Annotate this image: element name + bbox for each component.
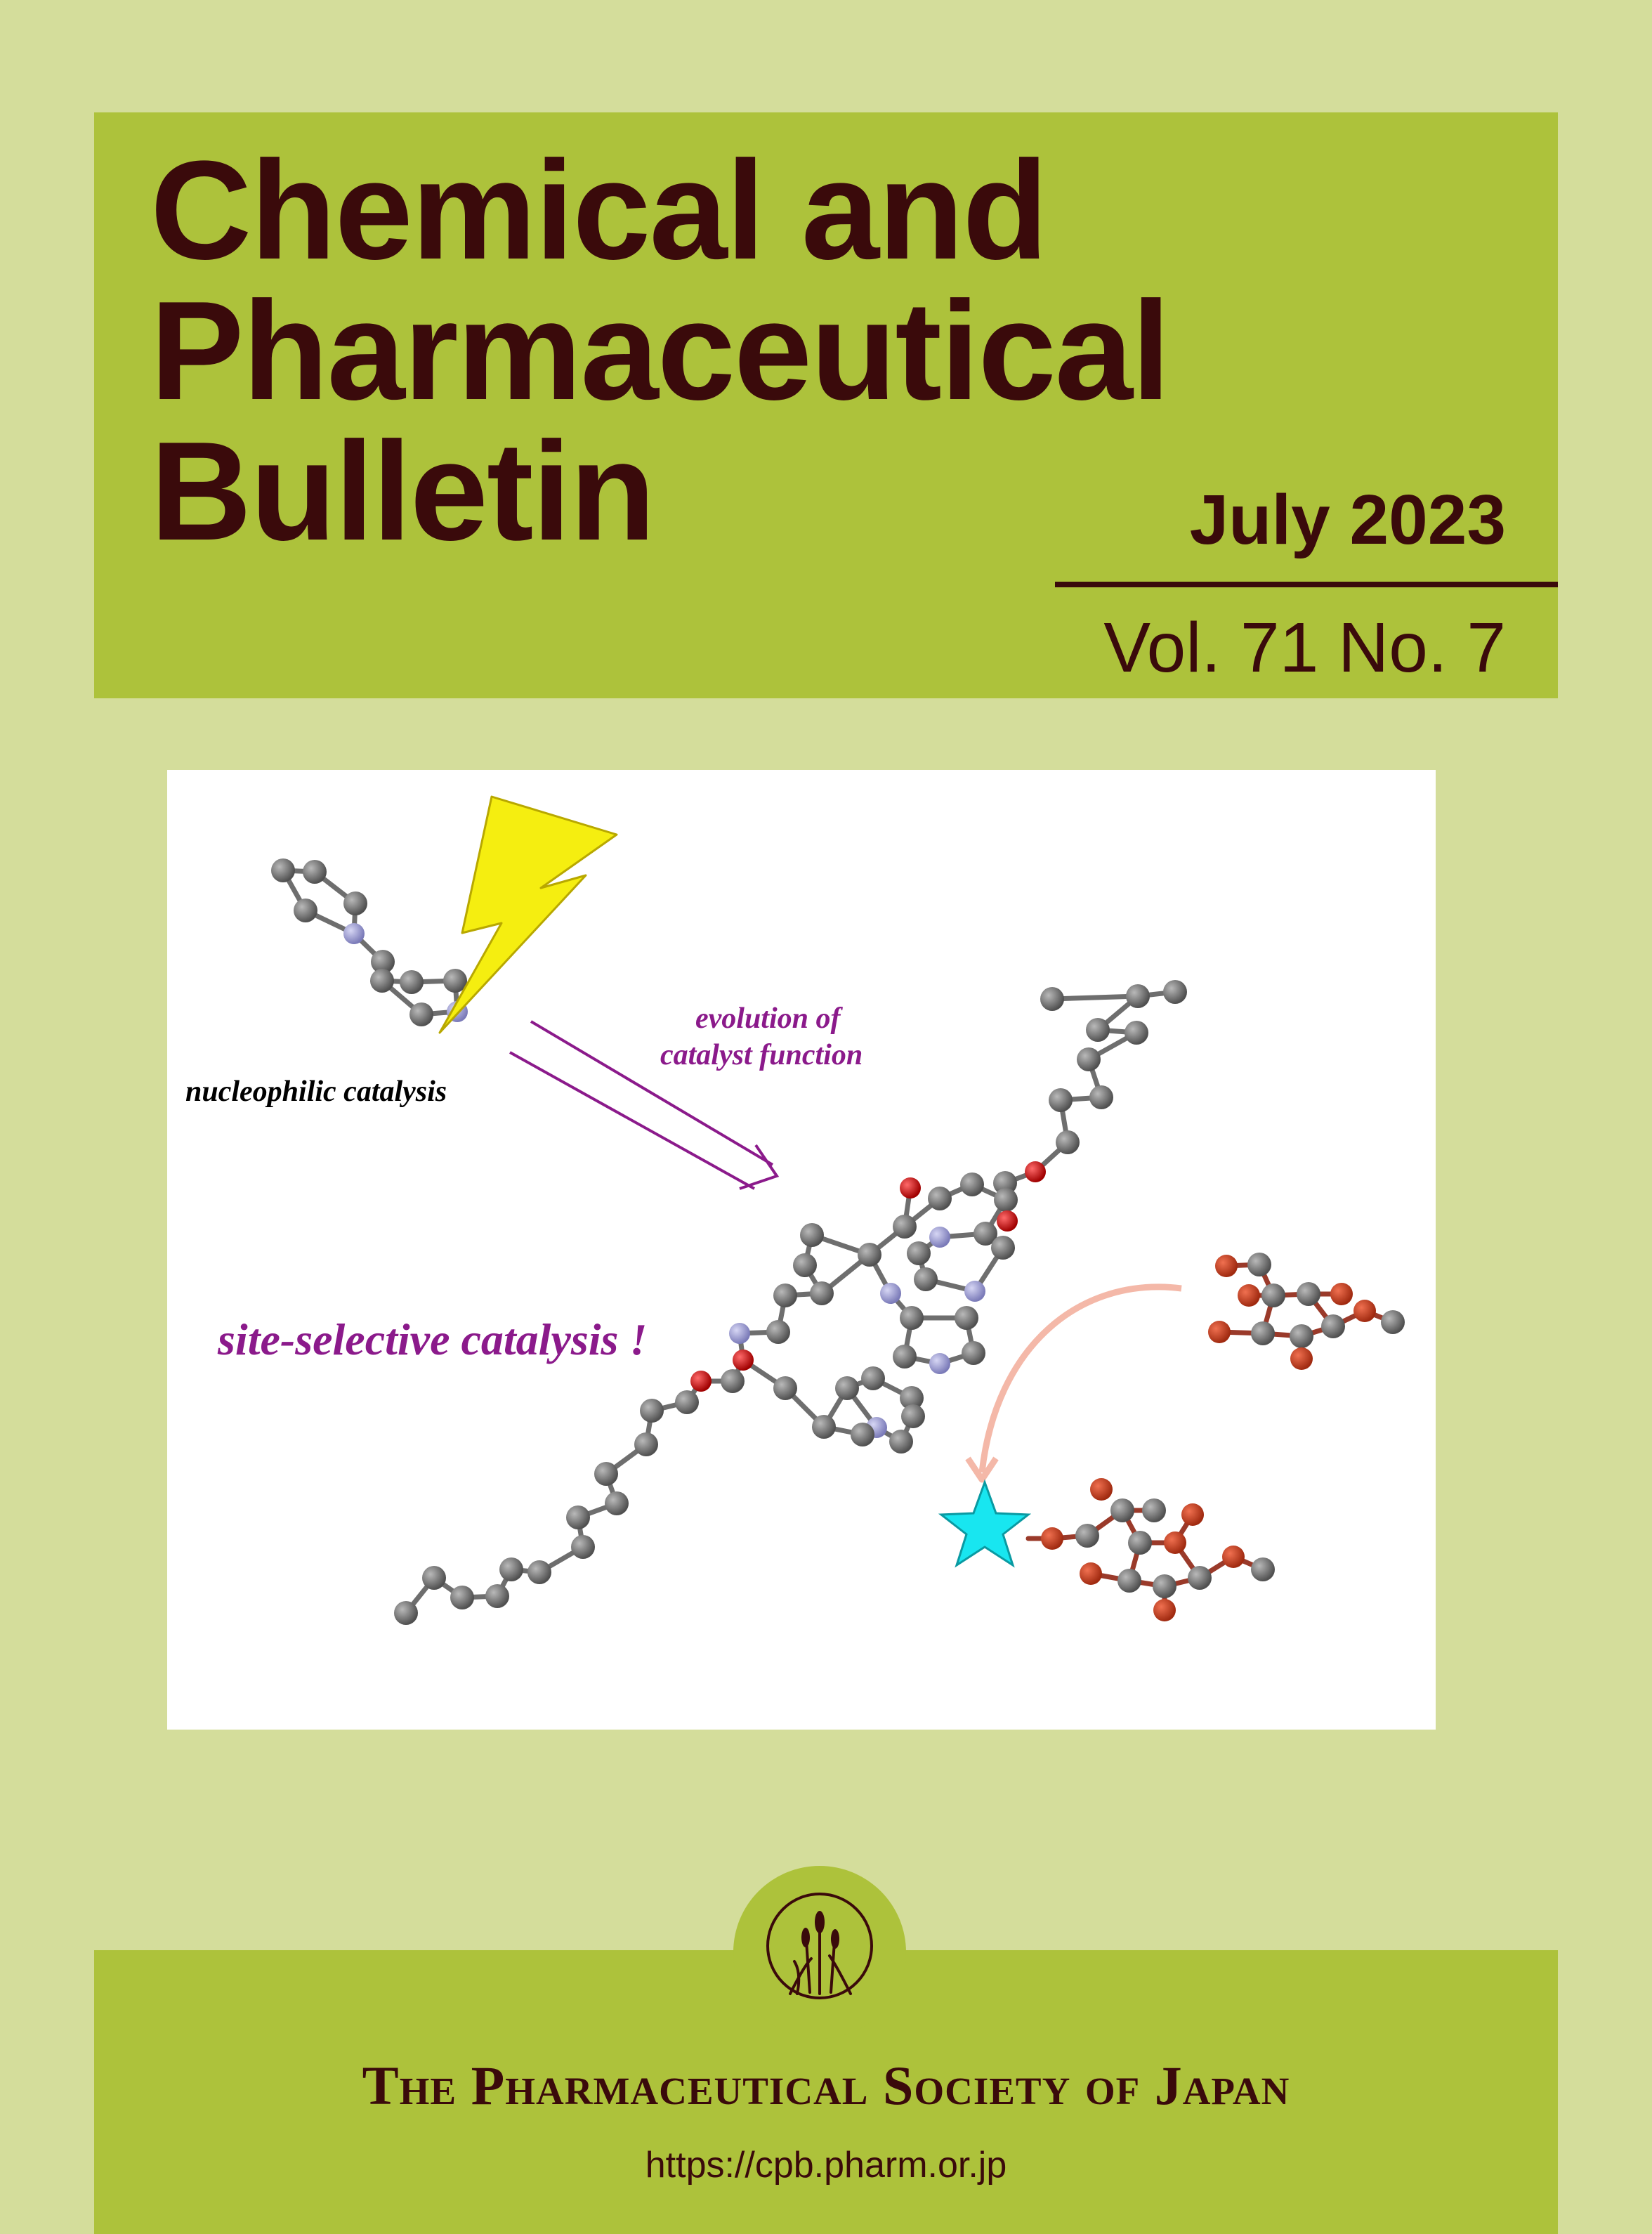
double-arrow-icon bbox=[509, 1020, 780, 1190]
labeled-sugar-atoms bbox=[1041, 1478, 1275, 1621]
dmap-molecule bbox=[280, 868, 460, 1017]
publisher-name: The Pharmaceutical Society of Japan bbox=[362, 2055, 1290, 2116]
issue-date: July 2023 bbox=[1189, 481, 1506, 559]
label-evolution-line-2: catalyst function bbox=[660, 1039, 863, 1071]
issue-divider bbox=[1055, 582, 1558, 587]
publisher-url[interactable]: https://cpb.pharm.or.jp bbox=[645, 2145, 1007, 2186]
society-emblem-icon bbox=[762, 1888, 877, 2004]
label-nucleophilic-catalysis: nucleophilic catalysis bbox=[185, 1076, 447, 1108]
journal-title-line-1: Chemical and bbox=[150, 132, 1048, 289]
curved-arrow-icon bbox=[978, 1283, 1182, 1473]
journal-title: Chemical and Pharmaceutical Bulletin bbox=[150, 132, 1171, 570]
lightning-bolt-icon bbox=[438, 795, 618, 1034]
journal-title-line-2: Pharmaceutical bbox=[150, 273, 1171, 429]
curved-arrow-head bbox=[965, 1456, 999, 1483]
label-evolution-line-1: evolution of bbox=[695, 1002, 841, 1035]
label-site-selective-catalysis: site-selective catalysis ! bbox=[218, 1314, 648, 1364]
sugar-substrate-atoms bbox=[1208, 1253, 1405, 1370]
cover-figure: nucleophilic catalysis evolution of cata… bbox=[167, 770, 1436, 1730]
catalyst-atoms bbox=[394, 980, 1187, 1625]
dmap-atoms bbox=[271, 858, 468, 1026]
star-icon bbox=[938, 1479, 1032, 1568]
header-panel: Chemical and Pharmaceutical Bulletin Jul… bbox=[94, 112, 1558, 698]
volume-issue: Vol. 71 No. 7 bbox=[1103, 608, 1506, 687]
journal-title-line-3: Bulletin bbox=[150, 413, 655, 570]
